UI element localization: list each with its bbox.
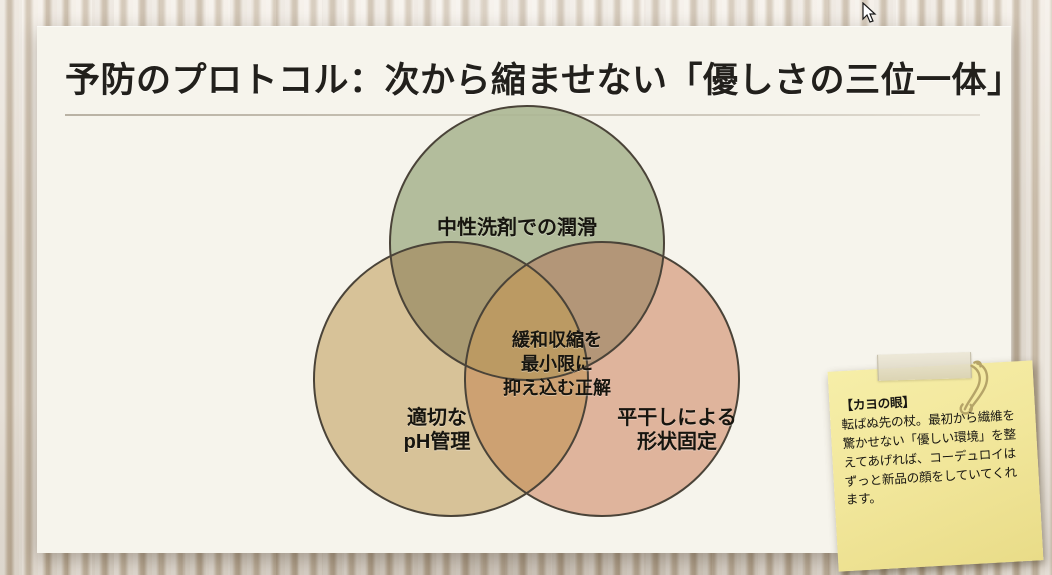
sticky-note-text: 【カヨの眼】 転ばぬ先の杖。最初から繊維を驚かせない「優しい環境」を整えてあげれ… [840,387,1029,510]
venn-outline-top [389,105,665,381]
sticky-note: 【カヨの眼】 転ばぬ先の杖。最初から繊維を驚かせない「優しい環境」を整えてあげれ… [827,352,1044,572]
venn-outline-right [464,241,740,517]
page-title: 予防のプロトコル：次から縮ませない「優しさの三位一体」 [65,61,1023,100]
safety-pin-icon [959,360,989,415]
venn-outline-left [313,241,589,517]
mouse-cursor [862,2,877,23]
venn-overlap-center [465,242,588,380]
sticky-note-body: 転ばぬ先の杖。最初から繊維を驚かせない「優しい環境」を整えてあげれば、コーデュロ… [841,407,1018,508]
slide-card: 予防のプロトコル：次から縮ませない「優しさの三位一体」 [37,26,1023,553]
venn-diagram [313,105,740,517]
